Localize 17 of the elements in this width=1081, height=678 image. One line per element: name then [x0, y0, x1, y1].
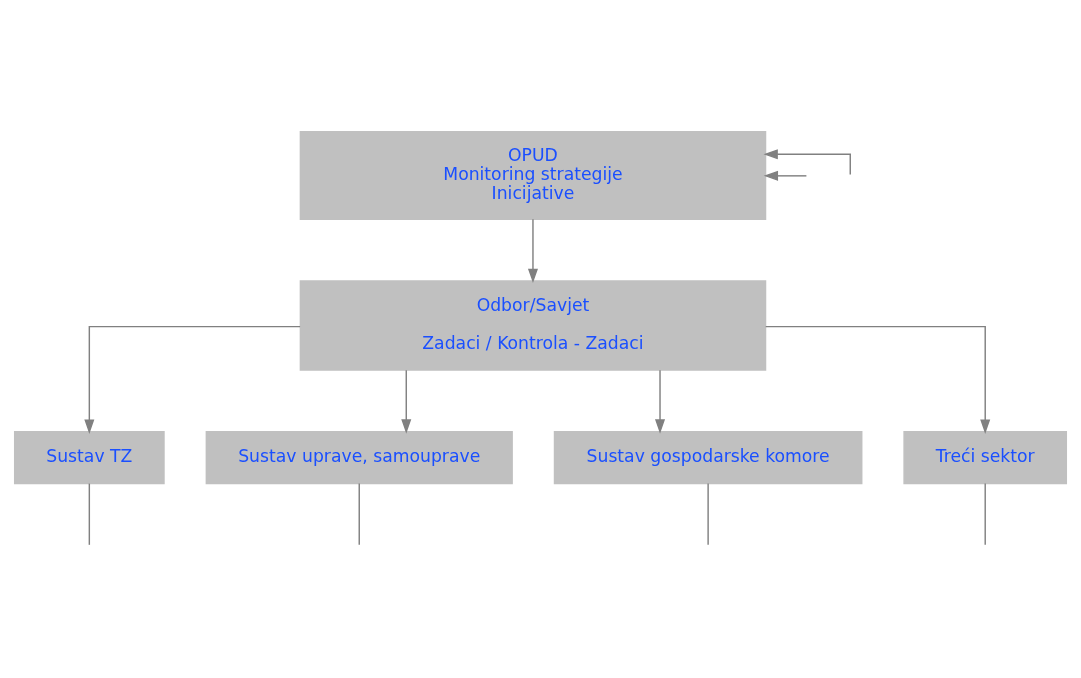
connector [707, 482, 709, 546]
node-box: Sustav gospodarske komore [553, 431, 863, 485]
arrow [763, 149, 851, 176]
arrow [527, 218, 538, 284]
connector [88, 482, 91, 546]
node-box: Sustav uprave, samouprave [205, 431, 513, 485]
node-box: Treći sektor [903, 431, 1068, 485]
connector [984, 482, 986, 546]
arrow [84, 325, 301, 434]
arrow [655, 369, 666, 434]
node-box: OPUD Monitoring strategije Inicijative [299, 131, 767, 221]
connector [358, 482, 360, 546]
arrow [401, 369, 412, 434]
arrow [763, 170, 808, 181]
arrow [765, 325, 991, 434]
node-box: Odbor/Savjet Zadaci / Kontrola - Zadaci [299, 280, 767, 371]
node-box: Sustav TZ [13, 431, 165, 485]
